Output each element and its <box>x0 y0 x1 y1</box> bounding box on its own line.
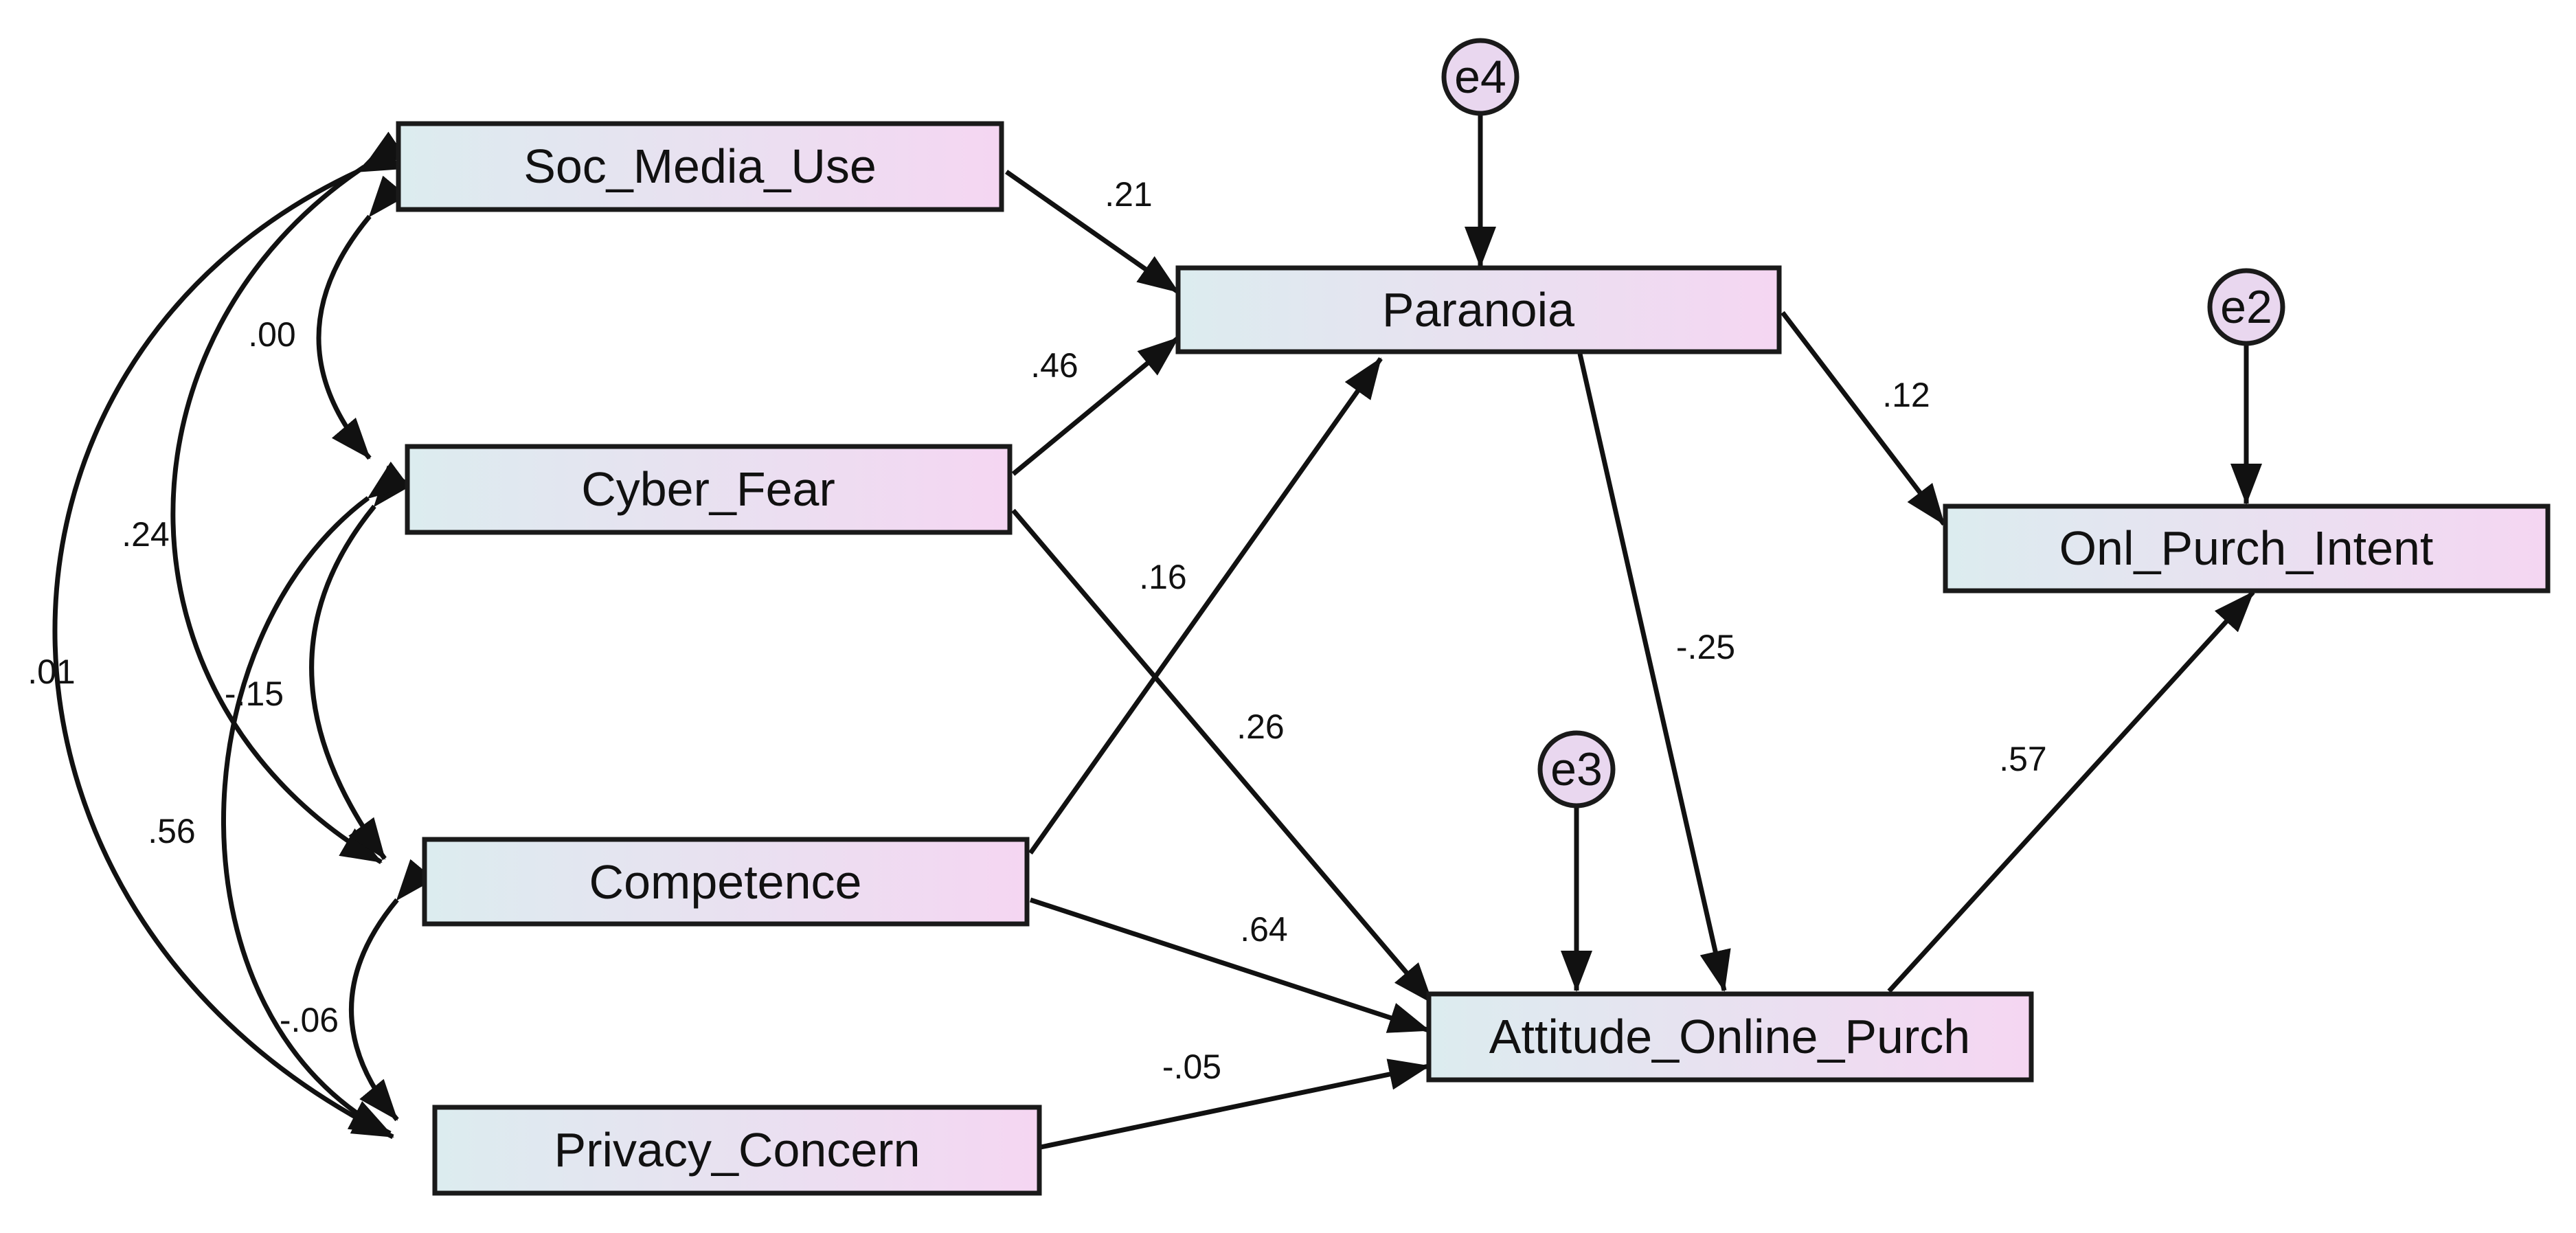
coefficient-privacy-concern-to-attitude: -.05 <box>1162 1048 1221 1086</box>
path-arrow-privacy-concern-to-attitude <box>1040 1059 1430 1150</box>
path-arrow-cyber-fear-to-attitude <box>1011 508 1434 1005</box>
variable-box-onl-purch-intent: Onl_Purch_Intent <box>1943 504 2551 593</box>
variable-label-soc-media-use: Soc_Media_Use <box>523 139 877 193</box>
covariance-arc-soc-media-use-cyber-fear <box>316 175 407 460</box>
coefficient-paranoia-to-intent: .12 <box>1882 376 1930 414</box>
path-arrow-paranoia-to-attitude <box>1577 353 1731 992</box>
variable-label-paranoia: Paranoia <box>1382 283 1574 337</box>
error-node-e2: e2 <box>2207 268 2285 346</box>
variable-box-attitude-online-purch: Attitude_Online_Purch <box>1426 991 2034 1083</box>
covariance-arc-competence-privacy-concern <box>349 859 435 1122</box>
path-arrow-competence-to-attitude <box>1029 897 1430 1033</box>
path-arrow-attitude-to-intent <box>1887 590 2255 993</box>
error-label-e2: e2 <box>2220 281 2272 333</box>
path-arrow-competence-to-paranoia <box>1028 357 1383 855</box>
error-node-e3: e3 <box>1537 730 1616 808</box>
path-arrow-soc-media-use-to-paranoia <box>1004 170 1180 294</box>
coefficient-cyber-fear-to-paranoia: .46 <box>1030 346 1078 385</box>
coefficient-competence-to-attitude: .64 <box>1240 910 1288 949</box>
covariance-arc-soc-media-use-competence <box>170 131 406 865</box>
variable-label-onl-purch-intent: Onl_Purch_Intent <box>2059 521 2434 575</box>
path-arrow-paranoia-to-intent <box>1781 310 1946 526</box>
covariance-arc-soc-media-use-privacy-concern <box>52 140 400 1140</box>
covariance-arc-cyber-fear-competence <box>309 465 412 861</box>
covariance-soc-media-use-competence: .24 <box>122 515 170 554</box>
error-node-e4: e4 <box>1441 38 1519 116</box>
error-label-e3: e3 <box>1550 743 1603 795</box>
covariance-soc-media-use-cyber-fear: .00 <box>248 315 296 354</box>
covariance-competence-privacy-concern: -.06 <box>280 1001 339 1039</box>
variable-label-competence: Competence <box>589 855 862 909</box>
covariance-arc-cyber-fear-privacy-concern <box>221 461 410 1136</box>
covariance-soc-media-use-privacy-concern: .01 <box>27 653 76 691</box>
variable-box-soc-media-use: Soc_Media_Use <box>396 121 1004 212</box>
variable-box-competence: Competence <box>422 837 1030 927</box>
coefficient-cyber-fear-to-attitude: .26 <box>1236 708 1285 746</box>
path-arrow-cyber-fear-to-paranoia <box>1011 336 1180 476</box>
variable-label-cyber-fear: Cyber_Fear <box>581 462 835 516</box>
variable-box-privacy-concern: Privacy_Concern <box>432 1105 1042 1196</box>
coefficient-competence-to-paranoia: .16 <box>1139 558 1187 596</box>
variable-label-attitude-online-purch: Attitude_Online_Purch <box>1489 1010 1970 1063</box>
error-label-e4: e4 <box>1454 51 1506 103</box>
covariance-cyber-fear-competence: -.15 <box>225 675 284 713</box>
variable-label-privacy-concern: Privacy_Concern <box>554 1123 920 1177</box>
coefficient-attitude-to-intent: .57 <box>1999 740 2047 778</box>
variable-box-paranoia: Paranoia <box>1175 265 1782 354</box>
variable-box-cyber-fear: Cyber_Fear <box>405 444 1013 535</box>
coefficient-soc-media-use-to-paranoia: .21 <box>1105 175 1153 214</box>
coefficient-paranoia-to-attitude: -.25 <box>1676 628 1735 666</box>
covariance-cyber-fear-privacy-concern: .56 <box>148 812 196 850</box>
